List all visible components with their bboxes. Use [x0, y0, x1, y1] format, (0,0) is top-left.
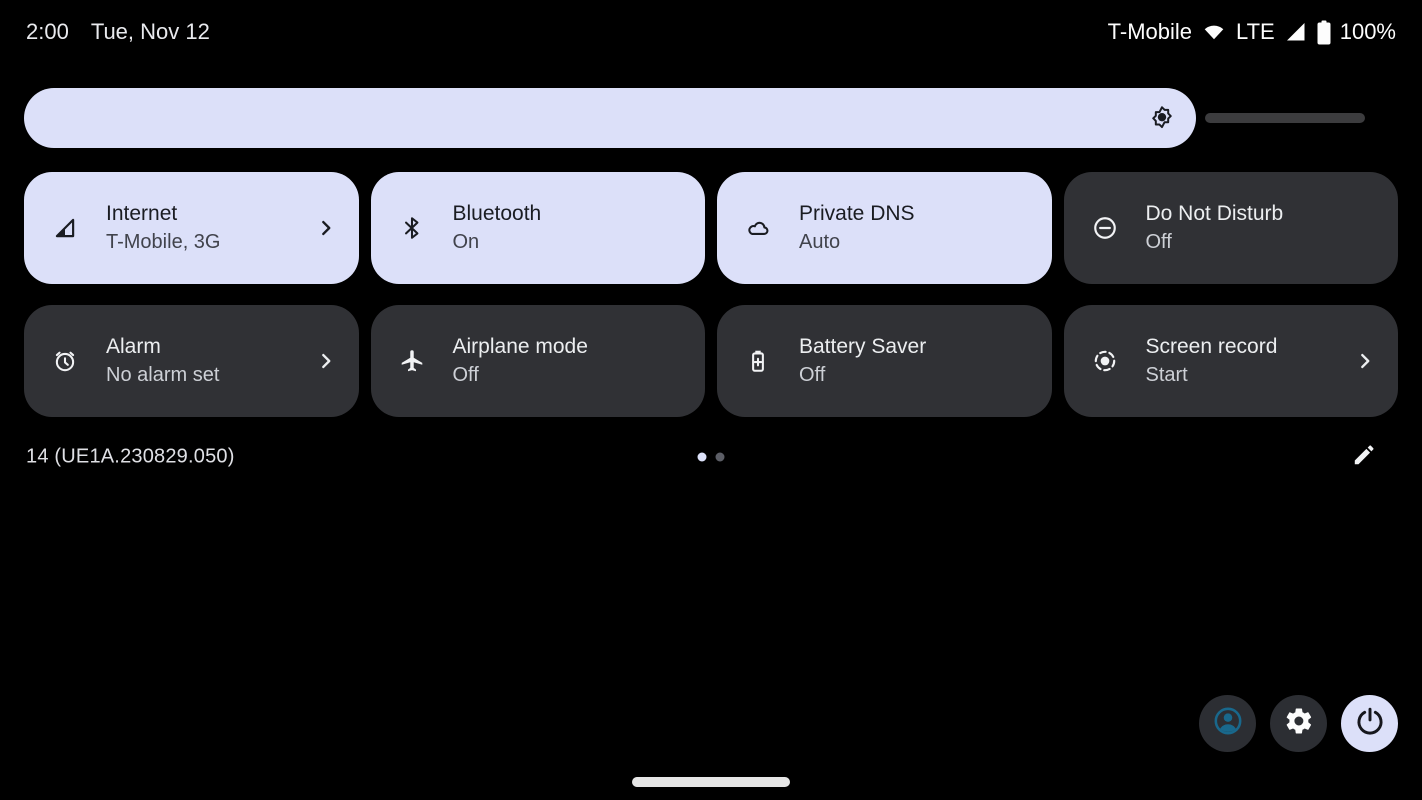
cloud-icon — [745, 215, 771, 241]
quick-settings-footer: 14 (UE1A.230829.050) — [0, 434, 1422, 480]
power-button[interactable] — [1341, 695, 1398, 752]
gear-icon — [1284, 706, 1314, 741]
battery-saver-icon — [745, 348, 771, 374]
tile-subtitle: Start — [1145, 364, 1188, 386]
footer-actions — [1199, 695, 1398, 752]
cellular-signal-icon — [1284, 20, 1308, 44]
tile-title: Bluetooth — [452, 202, 542, 225]
tile-title: Battery Saver — [799, 335, 927, 358]
tile-airplane-mode[interactable]: Airplane mode Off — [370, 305, 705, 417]
page-dot-active — [697, 452, 707, 462]
tile-subtitle: T-Mobile, 3G — [106, 231, 221, 253]
battery-percent-label: 100% — [1339, 19, 1396, 44]
tile-subtitle: Off — [799, 364, 826, 386]
tile-subtitle: Off — [452, 364, 479, 386]
tile-title: Internet — [106, 202, 178, 225]
screen-record-icon — [1092, 348, 1118, 374]
tile-do-not-disturb[interactable]: Do Not Disturb Off — [1063, 172, 1398, 284]
settings-button[interactable] — [1270, 695, 1327, 752]
clock: 2:00 — [26, 19, 69, 44]
tile-battery-saver[interactable]: Battery Saver Off — [717, 305, 1052, 417]
user-switcher-button[interactable] — [1199, 695, 1256, 752]
tile-subtitle: Auto — [799, 231, 841, 253]
edit-tiles-button[interactable] — [1346, 439, 1382, 475]
tile-internet[interactable]: Internet T-Mobile, 3G — [24, 172, 359, 284]
alarm-clock-icon — [52, 348, 78, 374]
brightness-icon — [1148, 104, 1176, 137]
tile-screen-record[interactable]: Screen record Start — [1063, 305, 1398, 417]
user-avatar-icon — [1211, 704, 1245, 743]
page-dot-inactive — [715, 452, 725, 462]
carrier-label: T-Mobile — [1107, 19, 1192, 44]
date: Tue, Nov 12 — [90, 19, 210, 44]
tile-title: Alarm — [106, 335, 161, 358]
tile-alarm[interactable]: Alarm No alarm set — [24, 305, 359, 417]
chevron-right-icon — [1352, 348, 1378, 374]
quick-settings-grid: Internet T-Mobile, 3G Bluetooth On — [24, 172, 1398, 417]
brightness-slider[interactable] — [24, 88, 1365, 148]
tile-title: Airplane mode — [452, 335, 588, 358]
build-number-label: 14 (UE1A.230829.050) — [26, 445, 235, 468]
tile-title: Screen record — [1145, 335, 1278, 358]
tile-subtitle: On — [452, 231, 480, 253]
cellular-signal-icon — [52, 215, 78, 241]
tile-private-dns[interactable]: Private DNS Auto — [717, 172, 1052, 284]
home-indicator-handle[interactable] — [632, 777, 790, 787]
do-not-disturb-icon — [1092, 215, 1118, 241]
tile-subtitle: Off — [1145, 231, 1172, 253]
pencil-icon — [1351, 442, 1377, 473]
power-icon — [1354, 705, 1386, 742]
status-bar: 2:00 Tue, Nov 12 T-Mobile LTE 100% — [0, 0, 1422, 64]
brightness-fill[interactable] — [24, 88, 1197, 148]
battery-icon — [1317, 20, 1331, 45]
tile-bluetooth[interactable]: Bluetooth On — [370, 172, 705, 284]
airplane-icon — [399, 348, 425, 374]
wifi-icon — [1201, 20, 1227, 44]
chevron-right-icon — [313, 348, 339, 374]
chevron-right-icon — [313, 215, 339, 241]
brightness-track[interactable] — [1205, 113, 1365, 123]
tile-title: Do Not Disturb — [1145, 202, 1284, 225]
network-type-label: LTE — [1236, 19, 1275, 44]
tile-subtitle: No alarm set — [106, 364, 220, 386]
page-indicator — [697, 452, 725, 462]
tile-title: Private DNS — [799, 202, 915, 225]
bluetooth-icon — [399, 215, 425, 241]
